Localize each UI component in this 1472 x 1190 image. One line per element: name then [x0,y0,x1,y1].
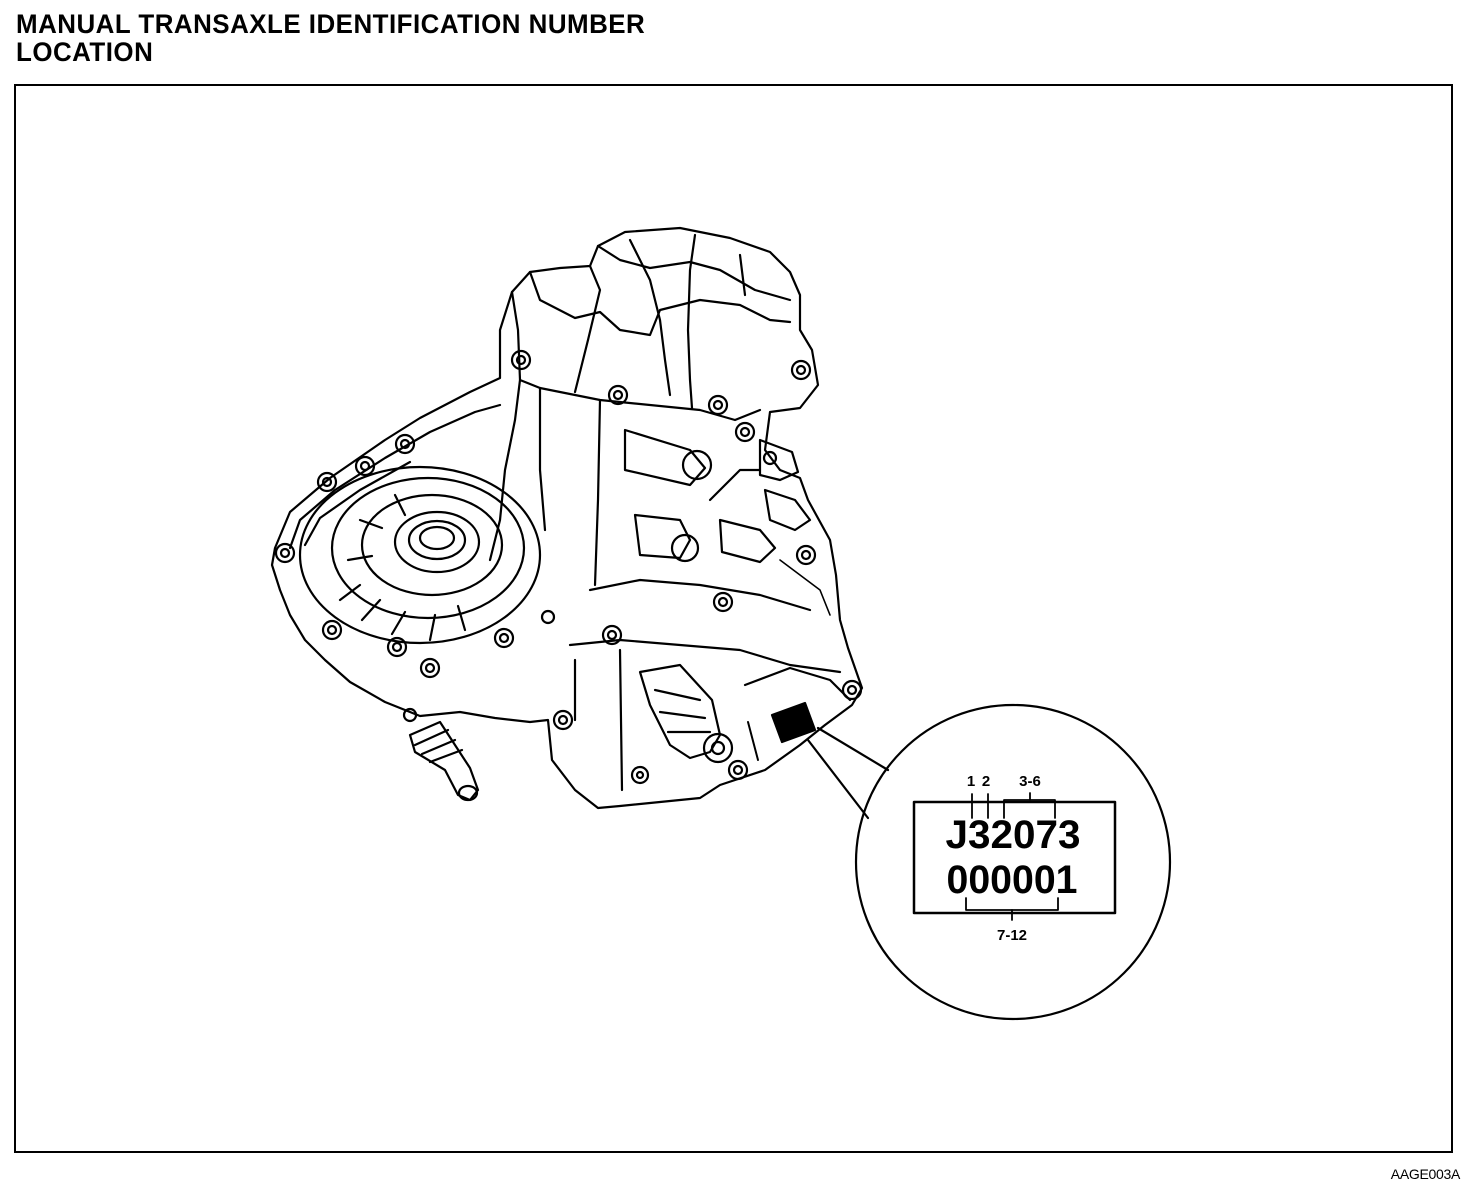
figure-code: AAGE003A [1390,1166,1461,1182]
id-stamp-area [747,701,817,761]
title-line-2: LOCATION [16,37,154,67]
position-label-7-12: 7-12 [997,927,1027,944]
position-label-3-6: 3-6 [1019,773,1041,790]
bolt-heads [274,349,863,785]
leader-line-lower [806,738,870,820]
id-number-line-2: 000001 [947,858,1078,902]
title-line-1: MANUAL TRANSAXLE IDENTIFICATION NUMBER [16,9,646,39]
id-number-line-1: J32073 [946,813,1081,857]
transaxle-outline [270,226,864,810]
position-label-1: 1 [967,773,975,790]
page-title: MANUAL TRANSAXLE IDENTIFICATION NUMBER L… [16,10,645,66]
figure-frame [14,84,1453,1153]
position-label-2: 2 [982,773,990,790]
detail-circle [854,703,1172,1021]
leader-line-upper [816,726,890,772]
id-plate [912,800,1117,915]
